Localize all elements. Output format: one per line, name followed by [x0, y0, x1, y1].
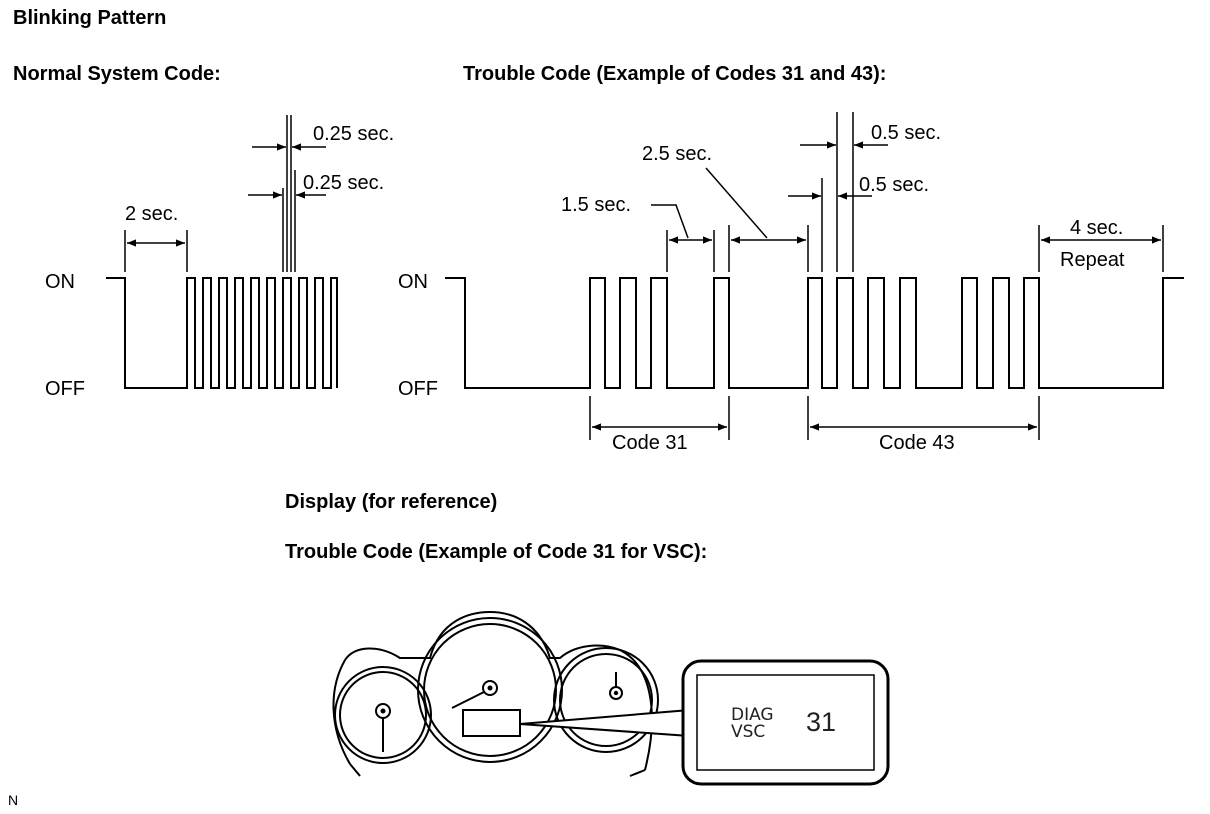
cluster-foot: [629, 769, 646, 777]
label-1-5sec: 1.5 sec.: [561, 194, 631, 216]
label-2sec: 2 sec.: [125, 203, 178, 225]
normal-system-code-diagram: ON OFF 2 sec. 0.25 sec. 0.25 sec.: [45, 115, 394, 400]
label-0-5sec-on: 0.5 sec.: [871, 122, 941, 144]
trouble-waveform: [445, 277, 1184, 389]
display-vsc: VSC: [731, 722, 765, 742]
right-gauge-inner: [559, 653, 653, 747]
label-025sec-off: 0.25 sec.: [303, 172, 384, 194]
label-repeat: Repeat: [1060, 249, 1125, 271]
center-gauge-pivot: [482, 680, 498, 696]
title-blinking-pattern: Blinking Pattern: [13, 7, 166, 29]
label-code43: Code 43: [879, 432, 955, 454]
display-code: 31: [806, 707, 836, 737]
heading-normal-system-code: Normal System Code:: [13, 63, 221, 85]
callout-pointer: [519, 708, 691, 738]
normal-waveform: [106, 277, 338, 389]
on-label: ON: [45, 271, 75, 293]
label-code31: Code 31: [612, 432, 688, 454]
display-diag: DIAG: [731, 705, 774, 725]
label-2-5sec: 2.5 sec.: [642, 143, 712, 165]
label-4sec: 4 sec.: [1070, 217, 1123, 239]
center-gauge-needle: [451, 691, 485, 709]
left-gauge: [334, 666, 432, 764]
off-label: OFF: [398, 378, 438, 400]
center-display-window: [462, 709, 521, 737]
corner-mark: N: [8, 792, 18, 808]
center-gauge-inner: [423, 623, 557, 757]
instrument-cluster-illustration: DIAG VSC 31: [332, 610, 890, 786]
off-label: OFF: [45, 378, 85, 400]
heading-trouble-code-example: Trouble Code (Example of Codes 31 and 43…: [463, 63, 886, 85]
display-screen: [696, 674, 875, 771]
left-gauge-pivot-dot: [380, 708, 386, 714]
leader-line: [651, 204, 689, 239]
right-gauge: [553, 647, 659, 753]
heading-display-reference: Display (for reference): [285, 491, 497, 513]
on-label: ON: [398, 271, 428, 293]
heading-trouble-code-vsc: Trouble Code (Example of Code 31 for VSC…: [285, 541, 707, 563]
label-025sec-on: 0.25 sec.: [313, 123, 394, 145]
center-gauge-pivot-dot: [487, 685, 493, 691]
leader-line: [705, 167, 768, 239]
trouble-code-diagram: ON OFF 1.5 sec. 2.5 sec. 0.5 sec. 0.5 se…: [398, 112, 1184, 454]
cluster-foot: [349, 763, 361, 777]
left-gauge-inner: [339, 671, 427, 759]
label-0-5sec-off: 0.5 sec.: [859, 174, 929, 196]
cluster-housing: [332, 610, 653, 771]
right-gauge-pivot-dot: [613, 690, 619, 696]
